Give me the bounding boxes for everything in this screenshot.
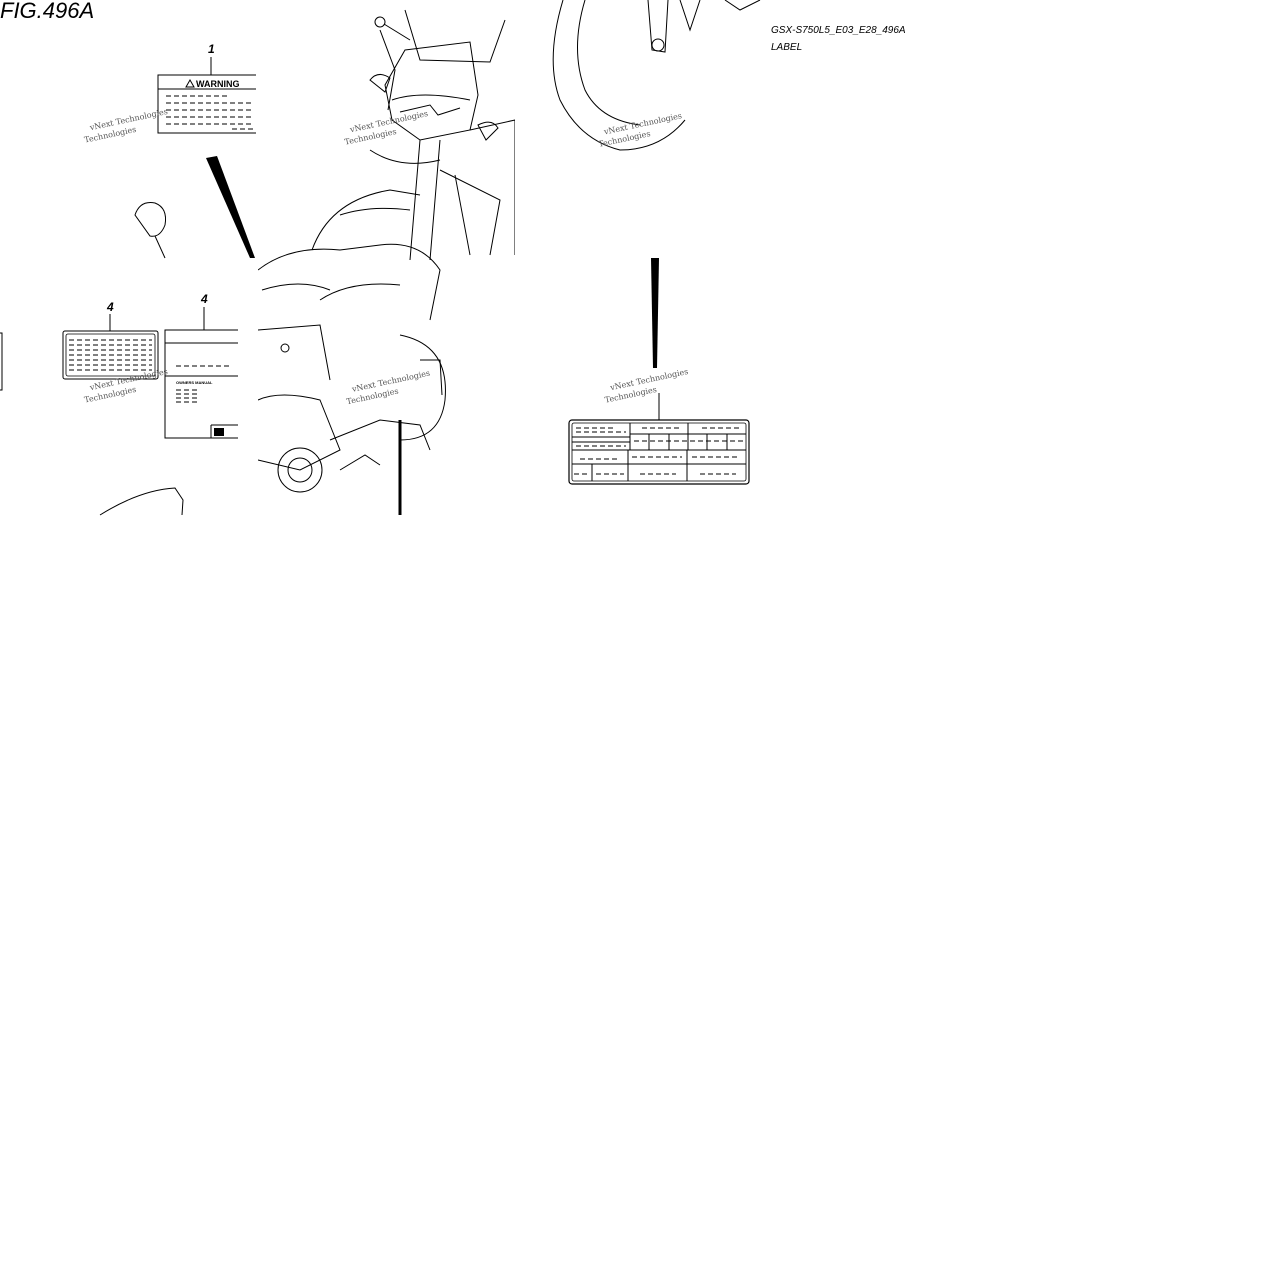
brand-mark-icon	[214, 428, 224, 436]
watermark: vNext Technologies Technologies	[83, 107, 168, 145]
callout-3: 4	[106, 300, 114, 314]
spec-plate-part[interactable]	[568, 393, 750, 485]
watermark: vNext Technologies Technologies	[83, 367, 168, 405]
callout-1: 1	[208, 42, 215, 56]
watermark: vNext Technologies Technologies	[598, 111, 683, 149]
manual-label-text: OWNERS MANUAL	[176, 380, 213, 385]
motorcycle-front-view-drawing	[311, 9, 516, 261]
warning-triangle-icon	[185, 78, 195, 88]
warning-label-part[interactable]: 1 WARNING	[157, 42, 256, 134]
manual-label-part[interactable]: 4 OWNERS MANUAL	[164, 292, 238, 439]
watermark: vNext Technologies Technologies	[346, 369, 431, 407]
watermark: vNext Technologies Technologies	[344, 109, 429, 147]
wheel-drawing	[552, 0, 761, 151]
figure-code: GSX-S750L5_E03_E28_496A	[771, 25, 906, 36]
watermark: vNext Technologies Technologies	[604, 367, 689, 405]
figure-section: LABEL	[771, 42, 802, 53]
caution-label-part[interactable]: 4	[62, 300, 159, 380]
callout-4: 4	[200, 292, 208, 306]
figure-title: FIG.496A	[0, 0, 94, 23]
motorcycle-side-view-drawing	[99, 202, 446, 516]
warning-label-text: WARNING	[196, 79, 240, 89]
